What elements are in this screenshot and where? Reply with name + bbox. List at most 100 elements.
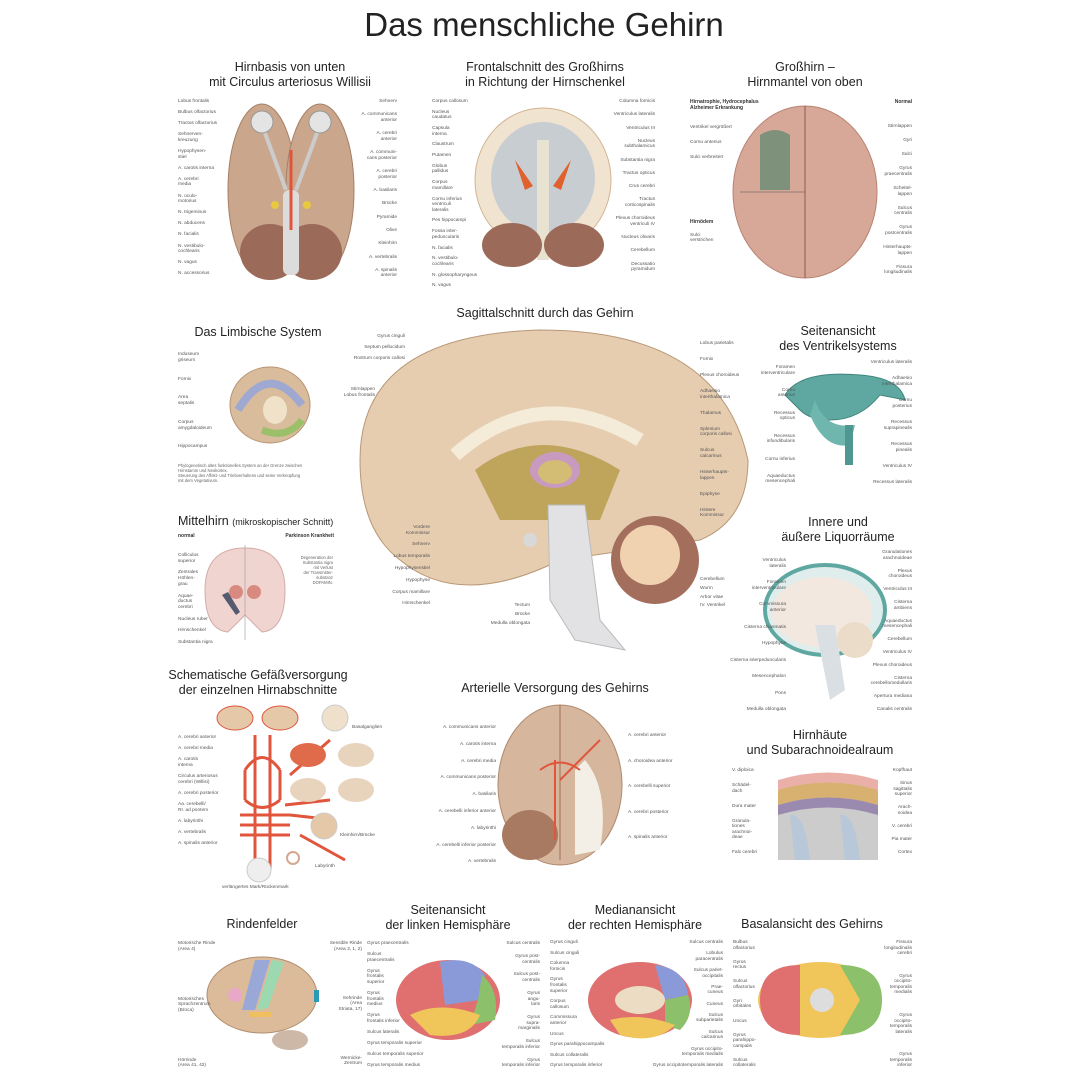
anatomy-label: Pyramide: [376, 214, 397, 220]
anatomy-label: Gyrus praecentralis: [367, 941, 409, 946]
anatomy-label: Cerebellum: [887, 637, 912, 643]
anatomy-label: Sehrinde (Area Striata, 17): [338, 995, 362, 1012]
anatomy-label: Granula- tiones arachnoi- deae: [732, 818, 752, 841]
anatomy-label: A. basilaris: [472, 792, 496, 798]
anatomy-label: Rostrum corporis callosi: [353, 356, 405, 362]
anatomy-label: Pia mater: [891, 837, 912, 843]
anatomy-label: Recessus infundibularis: [766, 433, 795, 445]
anatomy-label: N. facialis: [178, 232, 199, 238]
anatomy-label: Cortex: [897, 850, 912, 856]
anatomy-label: Sehnerven- kreuzung: [178, 132, 203, 143]
anatomy-label: Gyrus frontalis medius: [367, 991, 384, 1008]
anatomy-label: Induseum griseum: [178, 352, 200, 363]
parkinson-header: Parkinson Krankheit: [285, 533, 334, 539]
hirnhaeute-title: Hirnhäute und Subarachnoidealraum: [746, 728, 894, 757]
mittelhirn-title: Mittelhirn (mikroskopischer Schnitt): [178, 514, 418, 530]
anatomy-label: Cornu posterius: [892, 398, 912, 409]
brain-base-illustration: [227, 103, 355, 280]
normal-header: Normal: [894, 99, 912, 105]
anatomy-label: Sulcus centralis: [506, 941, 540, 946]
anatomy-label: Commissura anterior: [759, 602, 786, 613]
anatomy-label: A. vertebralis: [468, 859, 496, 865]
anatomy-label: Foramen interventriculare: [760, 365, 795, 376]
anatomy-label: Sulcus calcarinus: [700, 448, 722, 460]
anatomy-label: Recessus suprapinealis: [883, 420, 912, 431]
anatomy-label: Cuneus: [706, 1001, 723, 1007]
frontal-section-illustration: [474, 107, 612, 267]
anatomy-label: Capsula interna: [432, 126, 450, 137]
anatomy-label: Dura mater: [732, 803, 756, 809]
anatomy-label: Brücke: [515, 612, 530, 618]
anatomy-label: Gyrus cinguli: [377, 334, 405, 339]
anatomy-label: Recessus opticus: [773, 410, 795, 422]
anatomy-label: Gyrus angu- laris: [527, 991, 540, 1008]
anatomy-label: A. labyrinthi: [178, 819, 204, 824]
anatomy-label: A. spinalis anterior: [628, 835, 668, 841]
anatomy-label: Olive: [386, 227, 397, 233]
anatomy-label: Fissura longitudinalis cerebri: [884, 940, 912, 957]
anatomy-label: Lobus frontalis: [178, 99, 210, 104]
anatomy-label: Sulcus temporalis superior: [367, 1052, 424, 1058]
anatomy-label: Wurm: [700, 585, 713, 591]
hirnoedem-header: Hirnödem: [690, 219, 714, 225]
anatomy-label: Globus pallidus: [432, 163, 449, 175]
anatomy-label: N. facialis: [432, 245, 453, 251]
limbisch-title: Das Limbische System: [194, 325, 322, 339]
arteriell-title: Arterielle Versorgung des Gehirns: [461, 681, 649, 695]
anatomy-label: Plexus choroideus: [888, 568, 912, 580]
anatomy-label: A. cerebri posterior: [376, 169, 397, 180]
anatomy-label: Gyrus post- centralis: [515, 953, 540, 965]
anatomy-label: Gyri orbitales: [733, 998, 752, 1010]
anatomy-label: Gyrus occipitotemporalis lateralis: [652, 1063, 723, 1069]
anatomy-label: Bulbus olfactorius: [733, 940, 755, 951]
anatomy-label: Adhaesio interthalamica: [700, 389, 730, 400]
limbic-note: Phylogenetisch altes funktionelles Syste…: [178, 463, 303, 483]
anatomy-label: Gyrus parahippo- campalis: [733, 1032, 756, 1049]
meninges-illustration: [778, 772, 878, 860]
anatomy-label: Sulcus post- centralis: [513, 972, 540, 984]
anatomy-label: Adhaesio interthalamica: [882, 376, 912, 387]
anatomy-label: Sulcus pariet- occipitalis: [693, 968, 723, 979]
anatomy-label: Hypophysen- stiel: [178, 149, 207, 160]
anatomy-label: Brücke: [382, 201, 397, 207]
anatomy-label: N. trigeminus: [178, 210, 207, 216]
anatomy-label: A. cerebri anterior: [178, 735, 217, 740]
anatomy-label: A. choroidea anterior: [628, 758, 673, 764]
anatomy-label: Gyrus occipito- temporalis medialis: [889, 973, 912, 996]
anatomy-label: A. communicans anterior: [361, 112, 397, 123]
anatomy-label: Decussatio pyramidum: [631, 261, 655, 273]
anatomy-label: Gyrus temporalis superior: [367, 1041, 422, 1047]
anatomy-label: Columna fornicis: [619, 99, 655, 104]
anatomy-label: Ventriculus IV: [882, 650, 912, 655]
anatomy-label: Sensible Rinde (Area 3, 1, 2): [329, 941, 362, 952]
anatomy-label: Cisterna cerebellomedullaris: [870, 675, 912, 687]
anatomy-label: Sulcus olfactorius: [733, 979, 755, 990]
anatomy-label: Sulcus temporalis inferior: [501, 1039, 540, 1050]
parkinson-note: Degeneration der Substantia nigra mit Ve…: [300, 555, 333, 585]
anatomy-label: Arbor vitae: [700, 594, 724, 600]
limbic-system-illustration: [229, 366, 311, 444]
anatomy-label: Ventriculus lateralis: [762, 558, 786, 569]
anatomy-label: Gyrus temporalis inferior: [889, 1052, 912, 1069]
right-hemisphere-medial-illustration: [588, 962, 692, 1039]
anatomy-label: Gyrus temporalis medius: [367, 1063, 421, 1069]
anatomy-label: Gyrus frontalis inferior: [367, 1013, 400, 1024]
anatomy-label: Gyrus postcentralis: [885, 225, 912, 236]
anatomy-label: Sehnerv: [412, 542, 430, 548]
anatomy-label: Foramen interventriculare: [751, 580, 786, 591]
anatomy-label: Plexus choroideus: [700, 373, 740, 379]
anatomy-label: Corpus callosum: [550, 999, 569, 1010]
anatomy-label: N. vagus: [432, 283, 451, 289]
anatomy-label: Cerebellum: [630, 248, 655, 254]
sagittal-mid-left-labels: Stirnlappen Lobus frontalis: [325, 387, 375, 399]
anatomy-label: Hirnschenkel: [402, 601, 430, 607]
